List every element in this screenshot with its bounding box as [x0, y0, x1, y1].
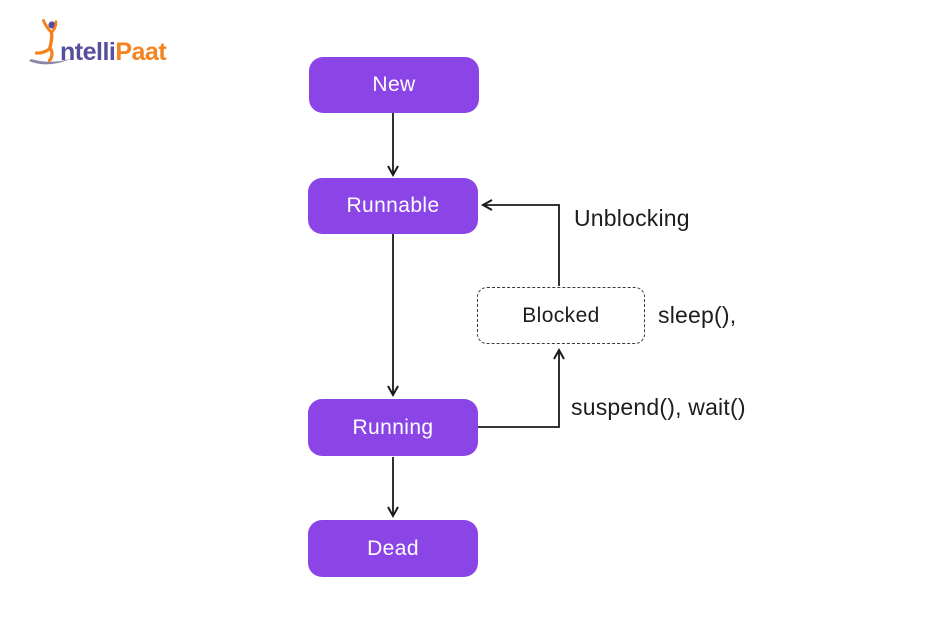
logo-text-ntelli: ntelli — [60, 38, 116, 66]
state-label-runnable: Runnable — [346, 194, 440, 217]
state-label-new: New — [372, 73, 416, 96]
state-label-blocked: Blocked — [522, 303, 600, 327]
state-node-new: New — [309, 57, 479, 113]
state-label-dead: Dead — [367, 536, 419, 560]
state-node-running: Running — [308, 399, 478, 456]
edge-label-suspend-wait: suspend(), wait() — [571, 394, 746, 420]
state-node-blocked: Blocked — [477, 287, 645, 344]
edge-blocked-runnable — [480, 199, 560, 286]
edge-running-blocked — [478, 347, 565, 428]
logo-text-paat: Paat — [115, 38, 167, 66]
logo-wordmark: ntelliPaat — [60, 38, 167, 67]
state-label-running: Running — [352, 415, 434, 439]
state-node-runnable: Runnable — [308, 178, 478, 234]
intellipaat-logo: ntelliPaat — [26, 16, 176, 68]
state-node-dead: Dead — [308, 520, 478, 577]
logo-person-icon — [29, 19, 73, 65]
edge-label-unblocking: Unblocking — [574, 205, 690, 231]
edge-label-sleep: sleep(), — [658, 302, 737, 328]
